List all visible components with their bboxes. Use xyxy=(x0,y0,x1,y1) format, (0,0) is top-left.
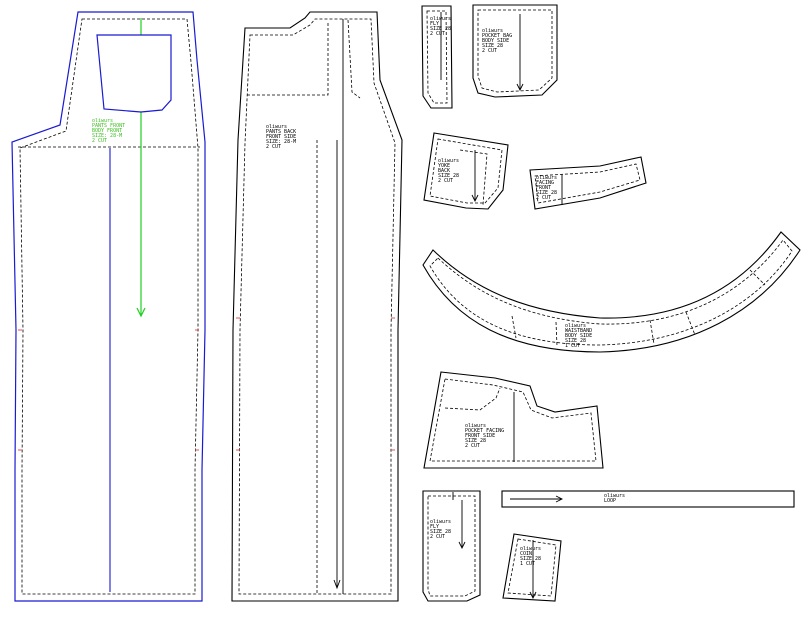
yoke-label: oliwurs YOKE BACK SIZE 28 2 CUT xyxy=(438,158,462,184)
back-leg-piece[interactable]: oliwurs PANTS BACK FRONT SIDE SIZE: 28-M… xyxy=(231,11,403,602)
facing-piece[interactable]: oliwurs FACING FRONT SIZE 28 2 CUT xyxy=(529,156,647,210)
pocket-bag-label: oliwurs POCKET BAG BODY SIDE SIZE 28 2 C… xyxy=(482,28,515,54)
front-leg-label: oliwurs PANTS FRONT BODY FRONT SIZE: 28-… xyxy=(92,118,128,144)
yoke-piece[interactable]: oliwurs YOKE BACK SIZE 28 2 CUT xyxy=(423,132,509,210)
back-leg-label: oliwurs PANTS BACK FRONT SIDE SIZE: 28-M… xyxy=(266,124,299,150)
small-strip-label: oliwurs FLY SIZE 28 2 CUT xyxy=(430,519,454,540)
front-pocket-outline xyxy=(96,34,172,113)
facing-label: oliwurs FACING FRONT SIZE 28 2 CUT xyxy=(536,175,560,201)
fly-strip-label: oliwurs FLY SIZE 28 2 CUT xyxy=(430,16,454,37)
waistband-label: oliwurs WAISTBAND BODY SIDE SIZE 28 1 CU… xyxy=(565,323,595,349)
small-pocket-label: oliwurs COIN SIZE 28 1 CUT xyxy=(520,546,544,567)
belt-loop-label: oliwurs LOOP xyxy=(604,493,628,504)
small-strip-piece[interactable]: oliwurs FLY SIZE 28 2 CUT xyxy=(422,490,481,602)
hip-piece-label: oliwurs POCKET FACING FRONT SIDE SIZE 28… xyxy=(465,423,507,449)
waistband-piece[interactable]: oliwurs WAISTBAND BODY SIDE SIZE 28 1 CU… xyxy=(422,231,801,353)
fly-strip-piece[interactable]: oliwurs FLY SIZE 28 2 CUT xyxy=(421,5,454,109)
small-pocket-piece[interactable]: oliwurs COIN SIZE 28 1 CUT xyxy=(502,533,562,602)
front-leg-piece[interactable]: oliwurs PANTS FRONT BODY FRONT SIZE: 28-… xyxy=(11,11,206,602)
belt-loop-piece[interactable]: oliwurs LOOP xyxy=(501,490,795,508)
pocket-bag-piece[interactable]: oliwurs POCKET BAG BODY SIDE SIZE 28 2 C… xyxy=(472,4,558,98)
hip-piece[interactable]: oliwurs POCKET FACING FRONT SIDE SIZE 28… xyxy=(423,371,604,469)
